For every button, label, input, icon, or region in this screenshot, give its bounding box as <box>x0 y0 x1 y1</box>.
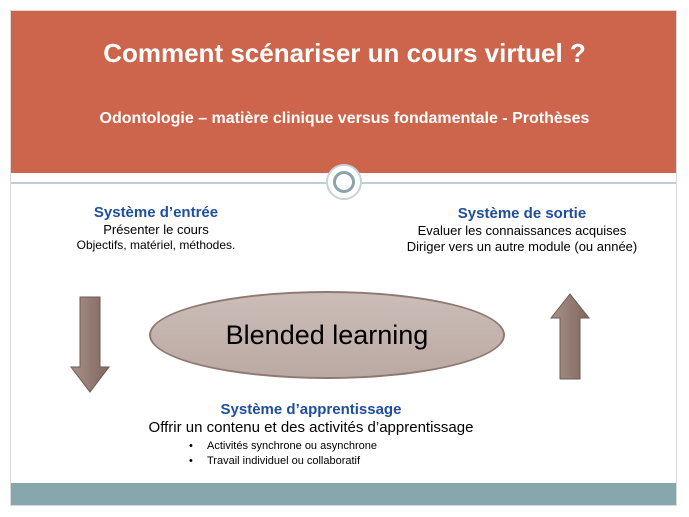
entry-system-line1: Présenter le cours <box>103 222 209 237</box>
header-band: Comment scénariser un cours virtuel ? Od… <box>11 11 676 173</box>
exit-system-block: Système de sortie Evaluer les connaissan… <box>371 205 673 255</box>
bullet-item: Travail individuel ou collaboratif <box>189 454 589 469</box>
bullet-item: Activités synchrone ou asynchrone <box>189 439 589 454</box>
divider-circle-icon <box>326 164 362 200</box>
entry-system-line2: Objectifs, matériel, méthodes. <box>76 238 236 252</box>
exit-system-line1: Evaluer les connaissances acquises <box>417 223 627 238</box>
divider-circle-inner <box>333 171 355 193</box>
slide: Comment scénariser un cours virtuel ? Od… <box>10 10 677 506</box>
learning-system-bullets: Activités synchrone ou asynchrone Travai… <box>189 439 589 469</box>
learning-system-heading: Système d’apprentissage <box>220 401 402 418</box>
exit-system-line2: Diriger vers un autre module (ou année) <box>406 239 638 254</box>
exit-system-heading: Système de sortie <box>457 205 587 222</box>
entry-system-block: Système d’entrée Présenter le cours Obje… <box>33 204 279 253</box>
footer-band <box>11 483 676 505</box>
arrow-up-icon <box>549 293 591 380</box>
arrow-down-icon <box>69 296 111 393</box>
slide-subtitle: Odontologie – matière clinique versus fo… <box>99 110 590 127</box>
learning-system-block: Système d’apprentissage Offrir un conten… <box>111 401 511 469</box>
learning-system-line1: Offrir un contenu et des activités d’app… <box>148 419 474 436</box>
slide-title: Comment scénariser un cours virtuel ? <box>103 38 586 68</box>
blended-learning-ellipse: Blended learning <box>149 291 505 379</box>
entry-system-heading: Système d’entrée <box>93 204 219 221</box>
blended-learning-label: Blended learning <box>225 319 429 350</box>
